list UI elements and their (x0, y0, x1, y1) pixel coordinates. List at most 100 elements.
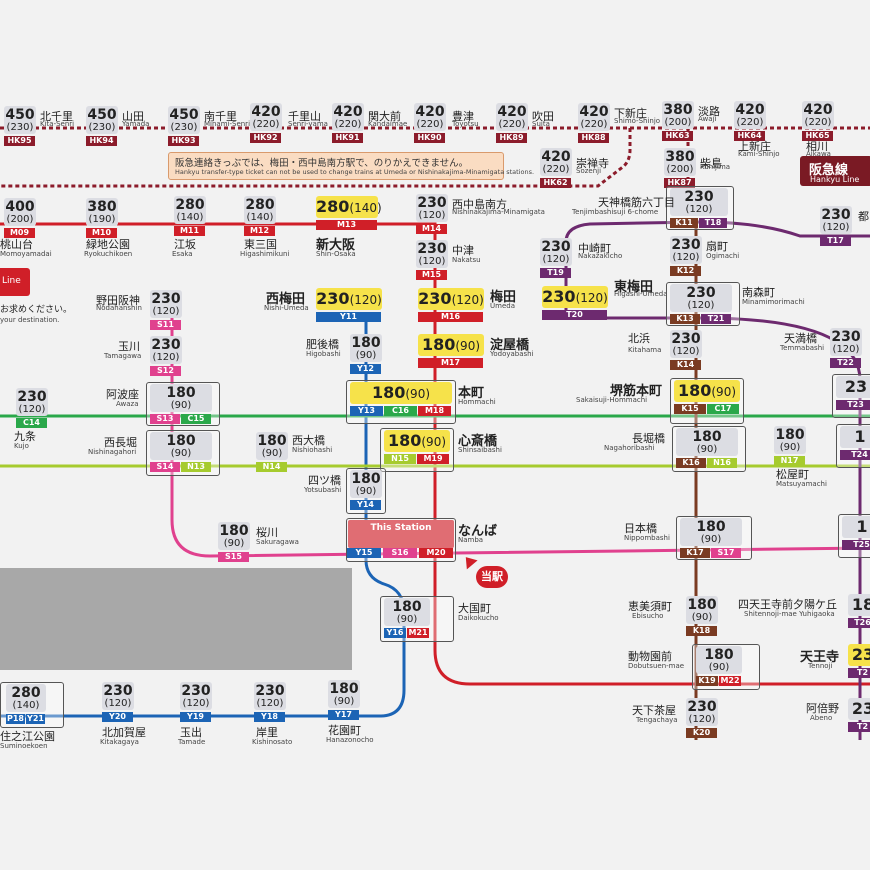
fare-badge-esaka: 280(140) (174, 196, 206, 224)
fare-badge-yamada: 450(230) (86, 106, 118, 134)
station-name-tengachaya: 天下茶屋 (632, 704, 676, 717)
station-code-t23: T23 (836, 400, 870, 410)
fare-child: (90) (170, 400, 192, 411)
station-name-minami-senri: 南千里 (204, 110, 237, 123)
station-code-t17: T17 (820, 236, 851, 246)
fare-child: (140) (349, 201, 382, 215)
station-code-m18: M18 (418, 406, 451, 416)
fare-adult: 180 (696, 519, 726, 535)
fare-adult: 400 (5, 199, 35, 215)
station-name-en-ryokuchikoen: Ryokuchikoen (84, 250, 133, 258)
fare-adult: 230 (831, 329, 861, 345)
fare-badge-shitennoji: 18 (848, 594, 870, 616)
station-name-en-shitennoji: Shitennoji-mae Yuhigaoka (744, 610, 835, 618)
station-name-hanazonocho: 花園町 (328, 724, 361, 737)
left-notice-jp: お求めください。 (0, 305, 73, 315)
fare-badge-tenmabashi: 230(120) (830, 328, 862, 356)
station-name-en-nakazakicho: Nakazakicho (578, 252, 623, 260)
station-name-awaza: 阿波座 (106, 388, 139, 401)
station-code-s17: S17 (711, 548, 741, 558)
station-name-en-nakatsu: Nakatsu (452, 256, 481, 264)
station-name-tamade: 玉出 (180, 726, 202, 739)
station-name-en-nagahoribashi: Nagahoribashi (604, 444, 655, 452)
fare-adult: 230 (686, 285, 716, 301)
fare-child: (90) (691, 612, 713, 623)
fare-child: (90) (261, 448, 283, 459)
station-name-suminoekoen: 住之江公園 (0, 730, 55, 743)
station-code-k16: K16 (676, 458, 706, 468)
fare-child: (190) (88, 214, 116, 225)
fare-badge-kujo: 230(120) (16, 388, 48, 416)
fare-badge-nodahanshin: 230(120) (150, 290, 182, 318)
fare-adult: 420 (251, 104, 281, 120)
transfer-notice-en: Hankyu transfer-type ticket can not be u… (175, 168, 535, 176)
fare-adult: 280 (11, 685, 41, 701)
fare-badge-nakazakicho: 230(120) (540, 238, 572, 266)
fare-adult: 230 (151, 291, 181, 307)
station-name-shin-osaka: 新大阪 (316, 238, 356, 253)
fare-adult: 180 (166, 385, 196, 401)
station-name-yotsubashi: 四ツ橋 (308, 474, 341, 487)
fare-child: (90) (355, 350, 377, 361)
fare-badge-nishi-umeda: 230(120) (316, 288, 382, 310)
fare-adult: 380 (665, 149, 695, 165)
fare-adult: 23 (844, 377, 868, 396)
fare-badge-yotsubashi: 180(90) (350, 470, 382, 498)
station-code-m13: M13 (316, 220, 377, 230)
station-name-kujo: 九条 (14, 430, 36, 443)
station-code-t2: T2 (848, 722, 870, 732)
fare-badge-kita-senri: 450(230) (4, 106, 36, 134)
fare-badge-awaji: 380(200) (662, 101, 694, 129)
station-name-en-kishinosato: Kishinosato (252, 738, 293, 746)
fare-adult: 180 (387, 431, 422, 450)
station-name-en-minami-senri: Minami-Senri (204, 120, 251, 128)
station-name-kandaimae: 関大前 (368, 110, 401, 123)
fare-badge-kitakagaya: 230(120) (102, 682, 134, 710)
fare-badge-dobutsuen: 180(90) (696, 646, 742, 674)
fare-badge-kitahama: 230(120) (670, 330, 702, 358)
station-name-en-sozenji: Sozenji (576, 167, 602, 175)
fare-adult: 180 (351, 471, 381, 487)
station-name-en-yotsubashi: Yotsubashi (304, 486, 342, 494)
station-name-en-kujo: Kujo (14, 442, 29, 450)
station-name-en-higashimikuni: Higashimikuni (240, 250, 290, 258)
station-code-hk65: HK65 (802, 131, 833, 141)
station-code-m20: M20 (419, 548, 453, 558)
fare-child: (120) (451, 293, 484, 307)
station-code-n17: N17 (774, 456, 805, 466)
station-code-t22: T22 (830, 358, 861, 368)
station-name-umeda: 梅田 (490, 290, 517, 305)
station-name-nishiohashi: 西大橋 (292, 434, 325, 447)
fare-child: (120) (822, 222, 850, 233)
fare-adult: 1 (856, 517, 868, 536)
station-code-s11: S11 (150, 320, 181, 330)
station-code-y19: Y19 (180, 712, 211, 722)
station-name-sozenji: 崇禅寺 (576, 157, 609, 170)
fare-adult: 180 (371, 383, 406, 402)
fare-adult: 230 (687, 699, 717, 715)
fare-adult: 180 (692, 429, 722, 445)
station-code-t26: T26 (848, 618, 870, 628)
station-name-en-shin-osaka: Shin-Osaka (316, 250, 356, 258)
station-name-en-hommachi: Hommachi (458, 398, 496, 406)
station-name-minamimorimachi: 南森町 (742, 286, 775, 299)
fare-child: (90) (355, 486, 377, 497)
station-name-en-sakaisuji-hommachi: Sakaisuji-Hommachi (576, 396, 648, 404)
fare-badge-shin-osaka: 280(140) (316, 196, 382, 218)
fare-adult: 180 (704, 647, 734, 663)
station-code-y11: Y11 (316, 312, 381, 322)
fare-badge-ogimachi: 230(120) (670, 236, 702, 264)
station-code-m11: M11 (174, 226, 205, 236)
fare-adult: 230 (255, 683, 285, 699)
fare-adult: 230 (17, 389, 47, 405)
fare-adult: 420 (497, 104, 527, 120)
station-name-kami-shinjo: 上新庄 (738, 140, 771, 153)
station-code-hk95: HK95 (4, 136, 35, 146)
station-name-senri-yama: 千里山 (288, 110, 321, 123)
station-code-t21: T21 (701, 314, 731, 324)
station-name-suita: 吹田 (532, 110, 554, 123)
station-name-kitahama: 北浜 (628, 332, 650, 345)
fare-child: (90) (333, 696, 355, 707)
station-name-aikawa: 相川 (806, 140, 828, 153)
